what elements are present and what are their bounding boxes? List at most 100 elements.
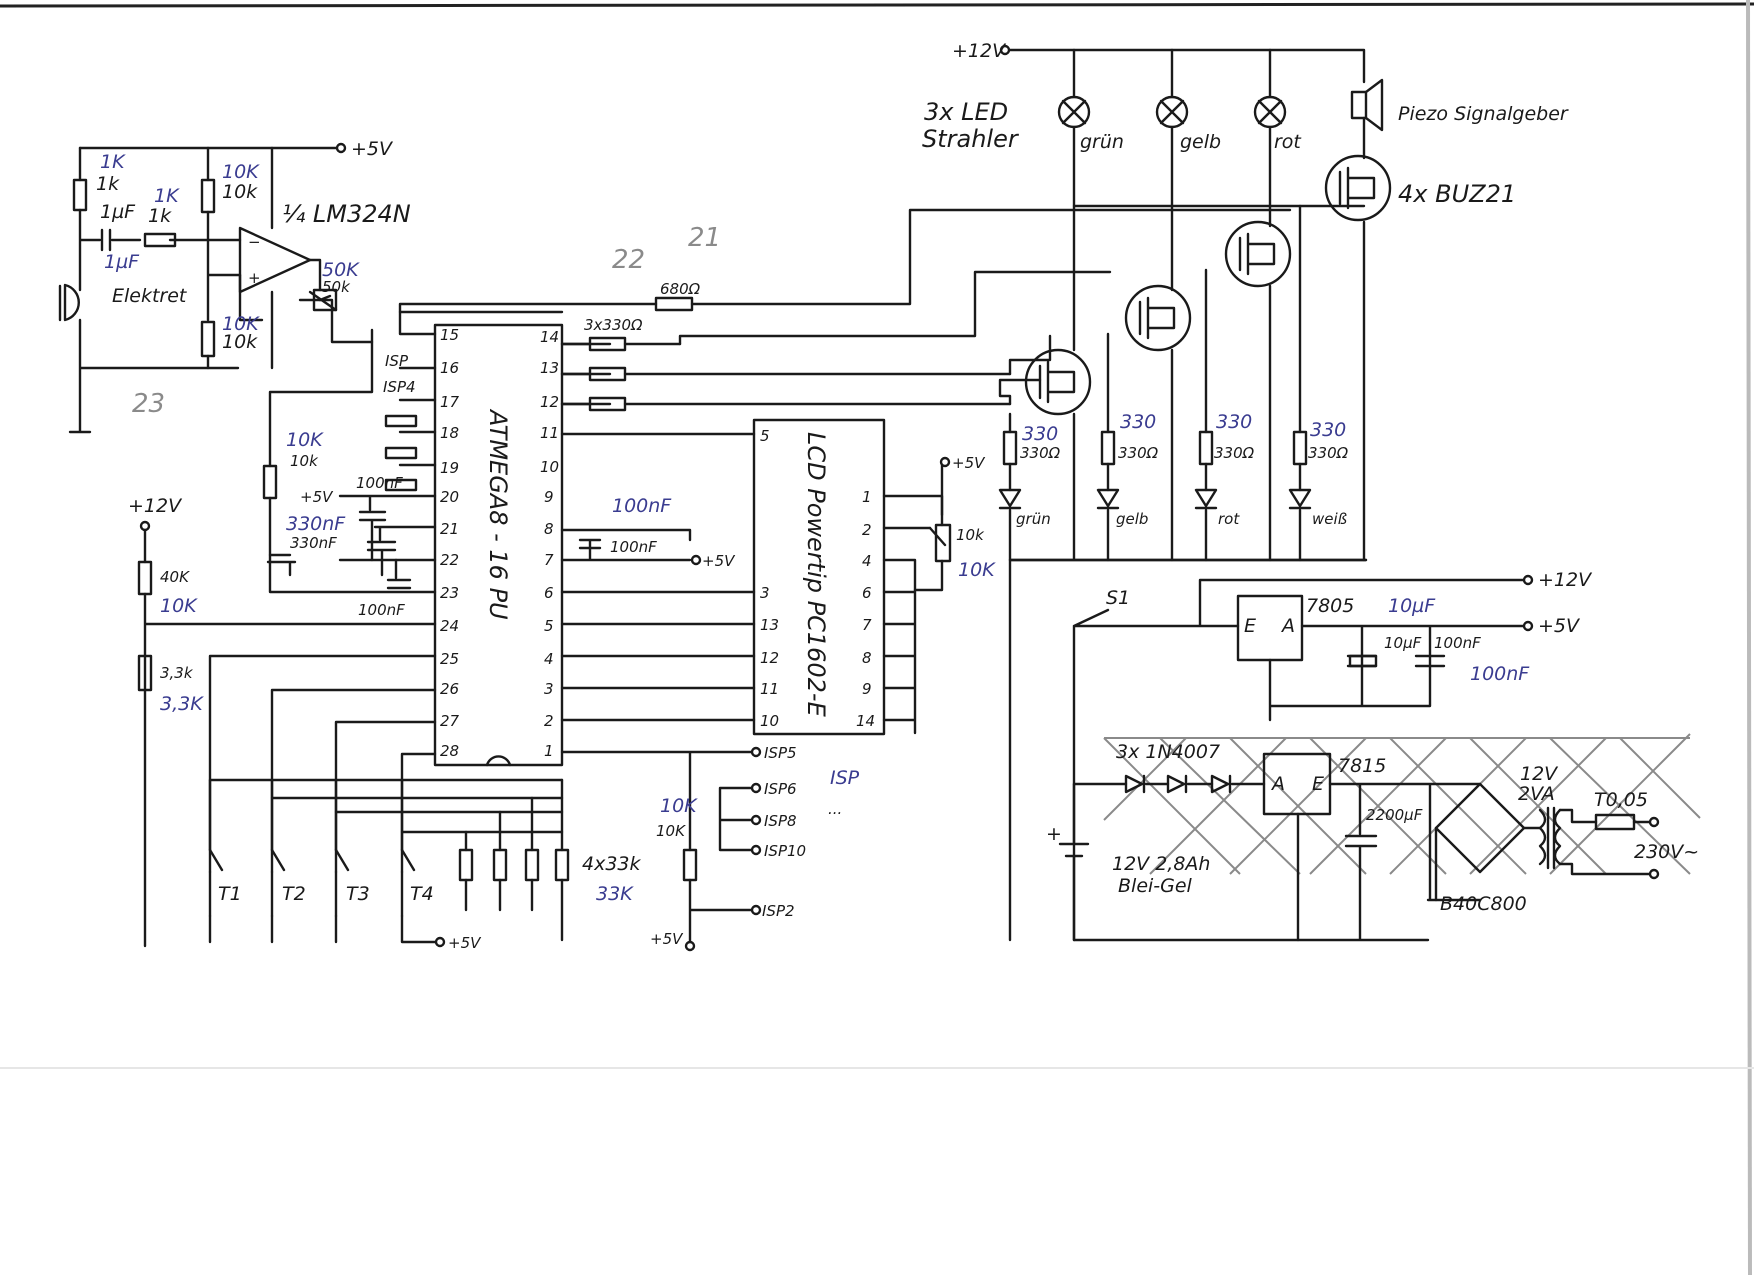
opamp-pot-alt-label: 50K [322, 259, 360, 281]
mcu-pin-26: 26 [440, 680, 459, 698]
mcu-pin-22: 22 [440, 551, 459, 569]
ref-22-label: 22 [612, 245, 645, 275]
mcu-pin-6: 6 [544, 584, 554, 602]
scan-edge-right [1746, 0, 1752, 1275]
isp-header: ISP5 ISP6 ISP8 ISP10 ISP2 ISP ... 10K 10… [560, 744, 860, 952]
mcu-pin-8: 8 [544, 520, 554, 538]
pwm-res-label: 3x330Ω [584, 316, 643, 334]
diodes-label: 3x 1N4007 [1116, 741, 1220, 763]
divider-r1-alt-label: 10K [160, 595, 198, 617]
mcu-pin-13: 13 [540, 359, 559, 377]
mosfet-4-icon [1324, 154, 1392, 222]
opamp-triangle [238, 226, 312, 294]
led-r4-label: 330 [1310, 419, 1346, 441]
r-330-led-1 [1002, 430, 1018, 466]
r-33k-2 [492, 848, 508, 882]
mains-label: 230V~ [1634, 841, 1699, 863]
r-40k [137, 560, 153, 596]
led-gelb-icon [1096, 488, 1120, 510]
lcd-pin-12: 12 [760, 649, 779, 667]
led-r1-label: 330 [1022, 423, 1058, 445]
button-t1: T1 [218, 883, 242, 905]
mcu-pin-19: 19 [440, 459, 459, 477]
psu-c100-label: 100nF [1434, 634, 1481, 652]
mcu-pin7-plus5-label: +5V [702, 552, 736, 570]
isp10-label: ISP10 [764, 842, 806, 860]
mcu-pin-11: 11 [540, 424, 559, 442]
mcu-c21-alt-label: 330nF [286, 513, 346, 535]
scan-edge-top [0, 2, 1754, 8]
ref-21-label: 21 [688, 223, 721, 253]
reg5-label: 7805 [1306, 595, 1354, 617]
trafo-label-line2: 2VA [1518, 783, 1555, 805]
mcu-pin-16: 16 [440, 359, 459, 377]
led-r2-alt: 330Ω [1118, 444, 1159, 462]
mcu-c20-label: 100nF [356, 474, 403, 492]
piezo-label: Piezo Signalgeber [1398, 103, 1569, 125]
svg-text:−: − [248, 233, 261, 251]
mcu-right-periphery: +5V 100nF 100nF [560, 342, 736, 570]
divider-r1-label: 40K [160, 568, 190, 586]
battery-icon [1058, 782, 1090, 942]
mcu-pin-4: 4 [544, 650, 554, 668]
isp5-label: ISP5 [764, 744, 797, 762]
mcu-pin-7: 7 [544, 551, 554, 569]
mcu-pin-15: 15 [440, 326, 459, 344]
lcd-pin-4: 4 [862, 552, 872, 570]
lamp-rot-icon [1253, 95, 1287, 129]
opamp-rtop-alt-label: 10K [222, 161, 260, 183]
mcu-pin-21: 21 [440, 520, 459, 538]
cap2200-label: 2200µF [1366, 806, 1423, 824]
lamp-name-gruen: grün [1080, 131, 1124, 153]
mcu-left-periphery: ISP ISP4 10K 10k +5V 100nF 330nF 330nF 1… [262, 310, 564, 619]
divider-r2-alt-label: 3,3K [160, 693, 204, 715]
divider-plus12-label: +12V [128, 495, 183, 517]
mcu-pin-28: 28 [440, 742, 459, 760]
mcu-pin-9: 9 [544, 488, 554, 506]
mcu-label: ATMEGA8 - 16 PU [484, 408, 512, 620]
opamp-pot-label: 50k [322, 278, 351, 296]
lcd-pin-8: 8 [862, 649, 872, 667]
r-33k-3 [524, 848, 540, 882]
lcd-pin-13: 13 [760, 616, 779, 634]
psu-c10-alt: 10µF [1388, 595, 1436, 617]
psu-c10-label: 10µF [1384, 634, 1422, 652]
r-330-led-4 [1292, 430, 1308, 466]
psu-c100-alt: 100nF [1470, 663, 1530, 685]
isp2-label: ISP2 [762, 902, 795, 920]
mic-c1-label: 1µF [100, 201, 136, 223]
psu-plus12-label: +12V [1538, 569, 1593, 591]
opamp-rtop-label: 10k [222, 181, 258, 203]
r-reset-10k [262, 464, 278, 500]
lcd-body [752, 418, 886, 736]
trafo-label-line1: 12V [1520, 763, 1559, 785]
button-t4: T4 [410, 883, 434, 905]
mic-label: Elektret [112, 285, 188, 307]
isp4-label: ISP4 [383, 378, 416, 396]
mcu-c21-label: 330nF [290, 534, 337, 552]
mcu-pin-27: 27 [440, 712, 460, 730]
diode-3-icon [1210, 774, 1232, 794]
led-r1-alt: 330Ω [1020, 444, 1061, 462]
mic-r1-label: 1k [96, 173, 120, 195]
atmega8-chip: ATMEGA8 - 16 PU 15 16 17 18 19 20 21 22 … [433, 323, 564, 767]
mcu-pin-23: 23 [440, 584, 459, 602]
pwm-r21-label: 680Ω [660, 280, 701, 298]
r-1k-series [143, 232, 177, 248]
mic-c1-alt-label: 1µF [104, 251, 140, 273]
led-r2-label: 330 [1120, 411, 1156, 433]
driver-stage: 3x330Ω 680Ω 21 22 4x BUZ21 +12V 3x LED [398, 40, 1569, 942]
led-label-gruen: grün [1016, 510, 1051, 528]
button-t3: T3 [346, 883, 370, 905]
r-330-led-3 [1198, 430, 1214, 466]
mcu-pin-14: 14 [540, 328, 559, 346]
lcd-pin-2: 2 [862, 521, 872, 539]
mcu-plus5-label: +5V [300, 488, 334, 506]
battery-type: Blei-Gel [1118, 875, 1193, 897]
led-r3-label: 330 [1216, 411, 1252, 433]
battery-plus: + [1046, 823, 1062, 845]
lamp-name-rot: rot [1274, 131, 1302, 153]
mcu-pin-12: 12 [540, 393, 559, 411]
mic-plus5-label: +5V [351, 138, 394, 160]
lcd-pin-5: 5 [760, 427, 770, 445]
